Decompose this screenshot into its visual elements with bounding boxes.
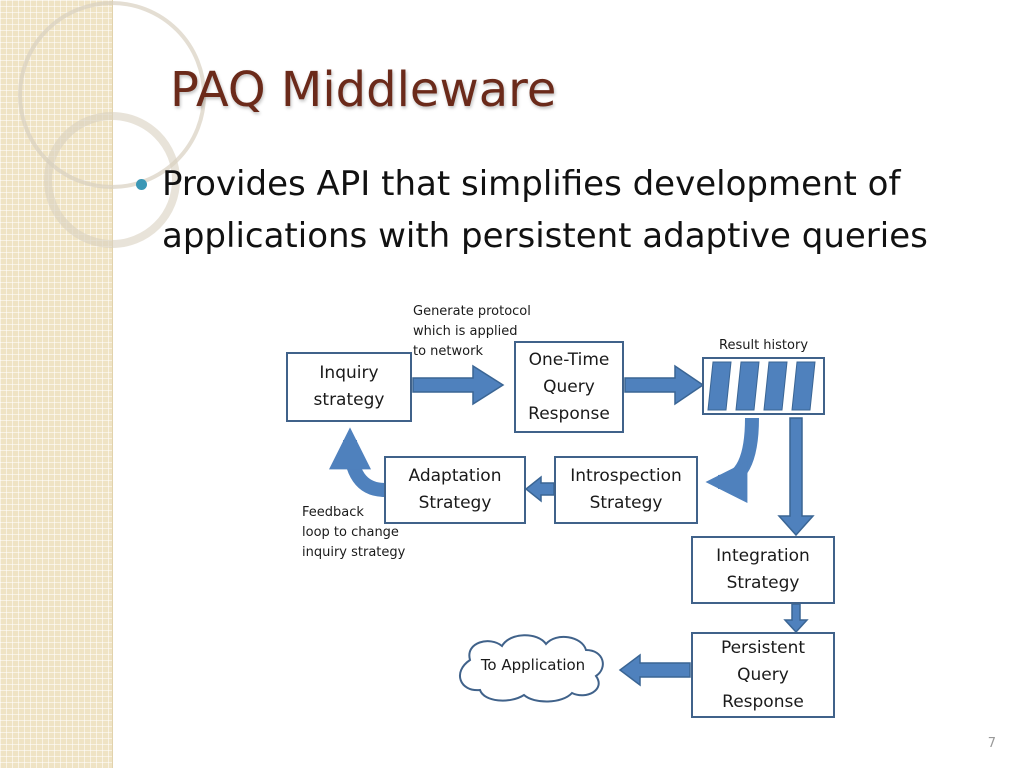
- introspection-strategy-box: Introspection Strategy: [554, 456, 698, 524]
- arrow-integration-to-persistent: [783, 603, 809, 634]
- bullet-dot-icon: [136, 179, 147, 190]
- side-pattern-band: [0, 0, 113, 768]
- slide-number: 7: [987, 736, 996, 751]
- queue-slot-2: [735, 361, 760, 411]
- to-application-label: To Application: [480, 656, 586, 674]
- cloud-shape: [458, 634, 604, 703]
- feedback-loop-note: Feedback loop to change inquiry strategy: [302, 505, 406, 560]
- queue-slot-1: [707, 361, 732, 411]
- queue-slot-3: [763, 361, 788, 411]
- result-history-label: Result history: [719, 338, 809, 353]
- generate-protocol-note: Generate protocol which is applied to ne…: [413, 304, 531, 359]
- arrow-history-to-integration: [777, 417, 815, 537]
- arrow-feedback-loop: [329, 427, 386, 497]
- integration-strategy-box: Integration Strategy: [691, 536, 835, 604]
- one-time-query-response-box: One-Time Query Response: [514, 341, 624, 433]
- arrow-persistent-to-application: [618, 653, 691, 687]
- bullet-item: Provides API that simplifies development…: [130, 158, 1000, 262]
- adaptation-strategy-box: Adaptation Strategy: [384, 456, 526, 524]
- arrow-onetime-to-history: [624, 364, 705, 406]
- persistent-query-response-box: Persistent Query Response: [691, 632, 835, 718]
- bullet-text: Provides API that simplifies development…: [162, 164, 928, 256]
- queue-slot-4: [791, 361, 816, 411]
- inquiry-strategy-box: Inquiry strategy: [286, 352, 412, 422]
- bullet-list: Provides API that simplifies development…: [130, 158, 1000, 262]
- decorative-circles: [18, 1, 206, 248]
- arrow-inquiry-to-onetime: [412, 364, 505, 406]
- arrow-introspection-to-adaptation: [524, 475, 555, 503]
- arrow-history-to-introspection: [705, 417, 759, 503]
- slide-title: PAQ Middleware: [170, 62, 557, 118]
